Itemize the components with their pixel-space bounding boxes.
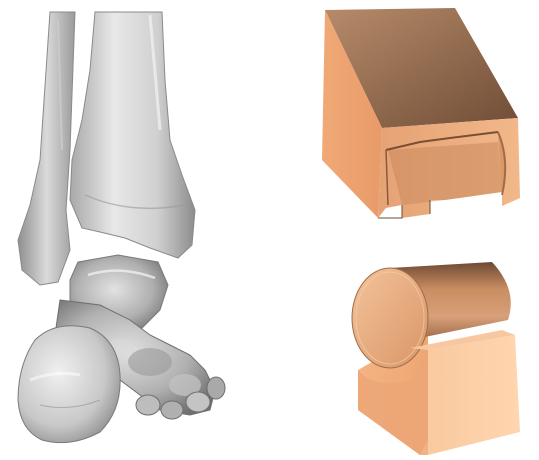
ankle-bones-illustration bbox=[0, 0, 270, 460]
calcaneus-bone bbox=[18, 326, 120, 443]
mechanical-model-illustration bbox=[270, 0, 539, 460]
tibia-bone bbox=[70, 12, 195, 258]
ankle-bones-panel bbox=[0, 0, 270, 460]
mortise-block bbox=[322, 8, 520, 218]
fibula-bone bbox=[18, 12, 75, 285]
mechanical-model-panel bbox=[270, 0, 539, 460]
cylinder-block-assembly bbox=[352, 262, 520, 455]
